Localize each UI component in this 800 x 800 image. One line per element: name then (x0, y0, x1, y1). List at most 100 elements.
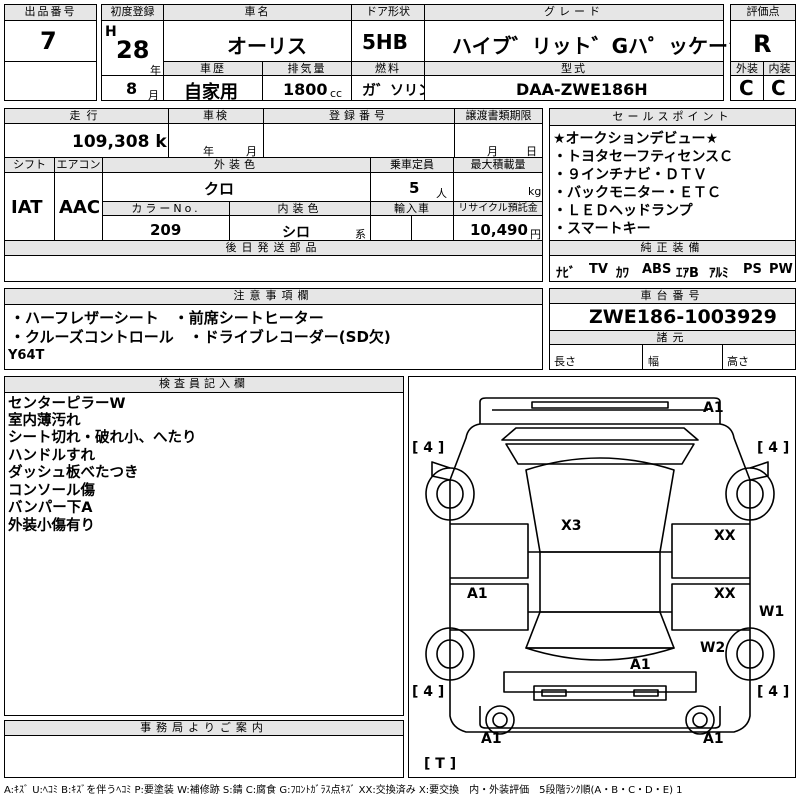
equip-abs: ABS (642, 262, 672, 277)
inspector-label: 検査員記入欄 (4, 376, 404, 393)
import-inner (370, 215, 412, 241)
inspector-line-7: バンパー下A (8, 500, 93, 516)
grade-label: グレード (424, 4, 724, 21)
sales-points-label: セールスポイント (549, 108, 796, 126)
fuel-label: 燃料 (351, 61, 425, 76)
sales-point-2: ・トヨタセーフティセンスＣ (553, 149, 734, 165)
equip-airbag: ｴｱB (676, 266, 699, 281)
mark-pillar-right: W2 (700, 640, 726, 656)
ac-label: エアコン (54, 157, 103, 173)
inspection-year-unit: 年 (203, 145, 214, 158)
equip-ps: PS (743, 262, 762, 277)
tire-front-right: [ 4 ] (757, 440, 790, 456)
reg-year: 28 (116, 36, 150, 64)
notes-line-1: ・ハーフレザーシート ・前席シートヒーター (10, 309, 324, 327)
shift: IAT (11, 197, 43, 218)
inspector-line-8: 外装小傷有り (8, 518, 95, 534)
sales-point-5: ・ＬＥＤヘッドランプ (553, 203, 693, 219)
mark-rear-door-right: XX (714, 528, 736, 544)
legend-footer: A:ｷｽﾞ U:ﾍｺﾐ B:ｷｽﾞを伴うﾍｺﾐ P:要塗装 W:補修跡 S:錆 … (4, 785, 683, 796)
notes-line-2: ・クルーズコントロール ・ドライブレコーダー(SD欠) (10, 328, 391, 346)
length-cell (549, 344, 643, 370)
era-letter: H (105, 24, 117, 40)
car-name-label: 車名 (163, 4, 352, 21)
exterior-grade: C (739, 76, 754, 100)
inspector-box (4, 376, 404, 716)
door-type: 5HB (362, 30, 408, 54)
width-label: 幅 (648, 355, 659, 368)
interior-color-unit: 系 (355, 228, 366, 241)
equipment-label: 純正装備 (549, 240, 796, 256)
inspection-label: 車検 (168, 108, 264, 124)
inspector-line-3: シート切れ・破れ小、へたり (8, 430, 197, 446)
grade: ハイブ゛リット゛Gハ゜ッケーシ゛ (452, 34, 768, 58)
mark-front-door-right: XX (714, 586, 736, 602)
reg-month-unit: 月 (148, 89, 159, 102)
mark-side-right: W1 (759, 604, 785, 620)
mark-rear-bumper-left: A1 (481, 731, 502, 747)
inspector-line-5: ダッシュ板べたつき (8, 465, 139, 481)
recycle-fee: 10,490 (470, 221, 528, 239)
sales-point-3: ・９インチナビ・ＤＴＶ (553, 167, 707, 183)
width-cell (642, 344, 723, 370)
car-diagram (425, 397, 775, 735)
recycle-label: リサイクル預託金 (453, 201, 543, 216)
sales-point-4: ・バックモニター・ＥＴＣ (553, 185, 721, 201)
lot-number-lower-box (4, 61, 97, 101)
reg-month-box (101, 75, 164, 101)
office-label: 事務局よりご案内 (4, 720, 404, 736)
length-label: 長さ (554, 355, 576, 368)
mark-roof: X3 (561, 518, 582, 534)
equip-alloy: ｱﾙﾐ (709, 266, 729, 281)
sales-points-box (549, 108, 796, 241)
later-parts-label: 後日発送部品 (4, 240, 543, 256)
mark-left-door: A1 (467, 586, 488, 602)
sales-point-1: ★オークションデビュー★ (553, 131, 719, 147)
mark-rear-center: A1 (630, 657, 651, 673)
chassis-label: 車台番号 (549, 288, 796, 304)
equip-leather: ｶﾜ (616, 266, 629, 281)
color-no-label: カラーNo. (102, 201, 230, 216)
capacity: 5 (409, 179, 420, 197)
damage-diagram-box (408, 376, 796, 778)
tire-front-left: [ 4 ] (412, 440, 445, 456)
height-cell (722, 344, 796, 370)
exterior-label: 外装 (730, 61, 764, 76)
first-registration-label: 初度登録 (101, 4, 164, 21)
fuel: ガ゛ソリン (362, 83, 432, 99)
door-label: ドア形状 (351, 4, 425, 21)
mark-rear-bumper-right: A1 (703, 731, 724, 747)
chassis-number: ZWE186-1003929 (589, 306, 777, 328)
ac: AAC (59, 197, 101, 218)
spec-label: 諸元 (549, 330, 796, 345)
sales-point-6: ・スマートキー (553, 221, 651, 237)
displacement-label: 排気量 (262, 61, 352, 76)
mileage-label: 走行 (4, 108, 169, 124)
trunk-mark: [ T ] (424, 756, 457, 772)
model-label: 型式 (424, 61, 724, 76)
load-label: 最大積載量 (453, 157, 543, 173)
displacement: 1800 (283, 80, 328, 99)
transfer-month-unit: 月 (487, 145, 498, 158)
notes-line-3: Y64T (8, 348, 45, 363)
height-label: 高さ (727, 355, 749, 368)
notes-label: 注意事項欄 (4, 288, 543, 305)
equip-pw: PW (769, 262, 793, 277)
lot-number-label: 出品番号 (4, 4, 97, 21)
color-label: 外装色 (102, 157, 371, 173)
equip-navi: ﾅﾋﾞ (556, 266, 576, 281)
capacity-label: 乗車定員 (370, 157, 454, 173)
lot-number: 7 (40, 27, 57, 55)
inspector-line-2: 室内薄汚れ (8, 413, 81, 429)
inspection-month-unit: 月 (246, 145, 257, 158)
interior-label: 内装 (763, 61, 796, 76)
inspector-line-1: センターピラーW (8, 396, 126, 412)
car-name: オーリス (227, 34, 307, 58)
color-number: 209 (150, 221, 182, 239)
inspector-line-6: コンソール傷 (8, 483, 95, 499)
inspector-line-4: ハンドルすれ (8, 448, 95, 464)
history: 自家用 (184, 82, 238, 103)
int-color-label: 内装色 (229, 201, 371, 216)
recycle-unit: 円 (530, 228, 541, 241)
interior-grade: C (771, 76, 786, 100)
